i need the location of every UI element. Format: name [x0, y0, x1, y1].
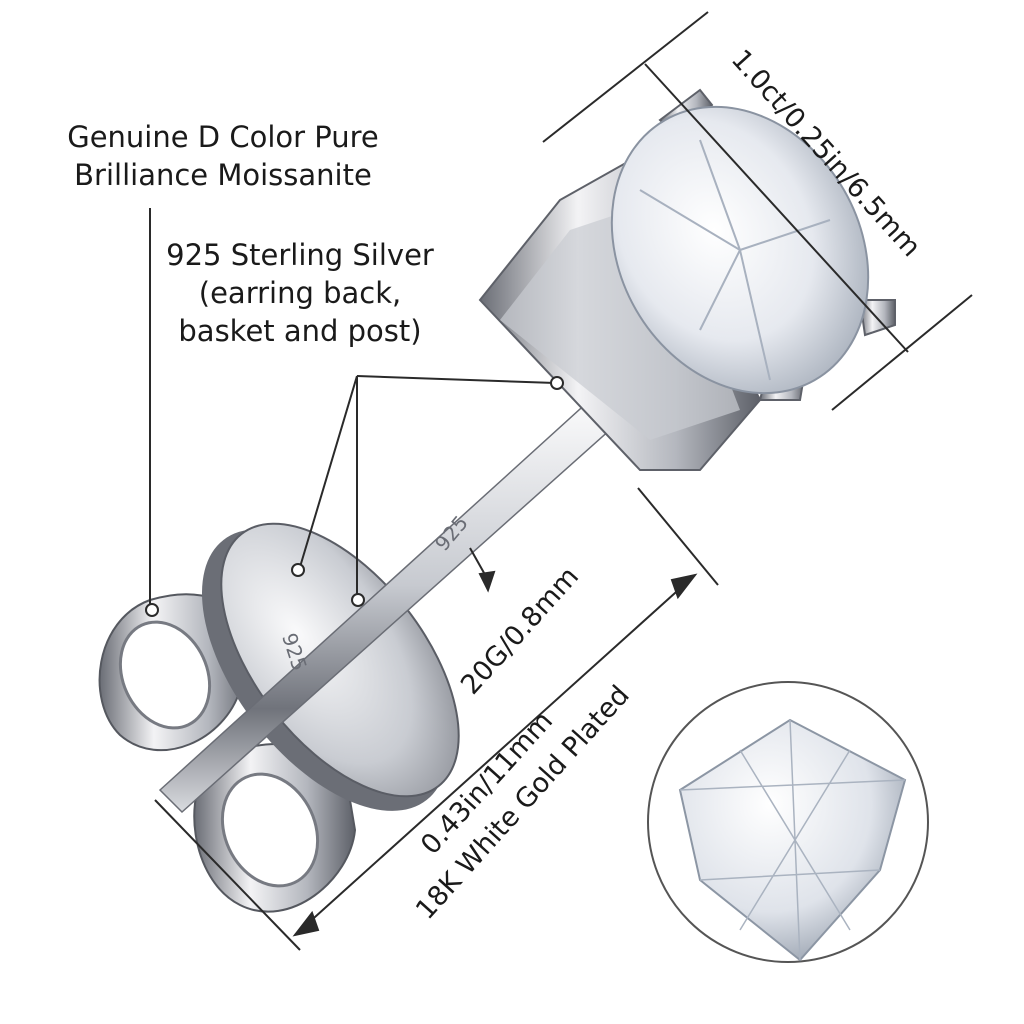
metal-label: 925 Sterling Silver (earring back, baske…: [150, 236, 450, 350]
moissanite-stone: [610, 105, 870, 395]
stone-label-line-2: Brilliance Moissanite: [74, 158, 372, 192]
callout-dots: [145, 376, 564, 617]
stone-label: Genuine D Color Pure Brilliance Moissani…: [58, 118, 388, 194]
metal-label-line-2: (earring back,: [198, 276, 402, 310]
metal-label-line-3: basket and post): [178, 314, 422, 348]
stone-label-line-1: Genuine D Color Pure: [67, 120, 379, 154]
dimension-lines: [149, 11, 973, 951]
metal-label-line-1: 925 Sterling Silver: [166, 238, 434, 272]
loose-stone-detail: [647, 681, 929, 963]
